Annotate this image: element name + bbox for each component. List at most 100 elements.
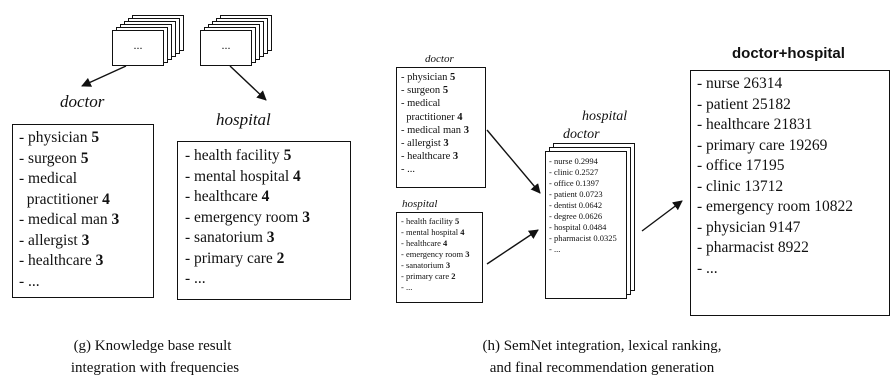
term-text: - healthcare [401,238,443,248]
frequency-value: 3 [302,208,310,226]
frequency-value: 5 [283,147,292,164]
hospital-frequency-list: - health facility 5- mental hospital 4- … [185,146,350,290]
list-item: - surgeon 5 [19,149,153,170]
frequency-value: 3 [81,231,90,249]
term-text: practitioner [401,111,458,123]
term-text: - medical man [19,211,112,228]
list-item: - degree 0.0626 [549,211,603,221]
term-text: - mental hospital [185,167,294,185]
h-hospital-box: - health facility 5- mental hospital 4- … [396,212,483,303]
list-item: - hospital 0.0484 [549,222,607,232]
arrow-to-hospital-list [229,65,267,101]
list-item: - healthcare 21831 [697,116,813,133]
list-item: - ... [697,259,718,277]
term-text: - primary care [401,271,452,281]
caption-g-line1: (g) Knowledge base result [73,338,232,354]
list-item: - patient 0.0723 [549,189,603,199]
list-item: - health facility 5 [185,146,350,167]
frequency-value: 3 [95,252,104,269]
frequency-value: 3 [452,151,459,163]
frequency-value: 4 [102,190,110,208]
list-item: - primary care 19269 [697,136,828,154]
caption-g-line2: integration with frequencies [70,360,240,376]
term-text: - physician [19,129,92,146]
list-item: - ... [549,244,561,254]
frequency-value: 5 [450,72,456,83]
list-item: - primary care 2 [185,249,350,270]
list-item: - primary care 2 [401,271,482,282]
frequency-value: 5 [442,85,449,97]
frequency-value: 3 [266,229,275,246]
list-item: - office 17195 [697,157,785,174]
list-item: - ... [401,282,482,293]
semnet-ranking-list: - nurse 0.2994- clinic 0.2527- office 0.… [549,156,626,255]
term-text: - physician [401,72,450,83]
frequency-value: 4 [460,227,465,237]
term-text: - sanatorium [185,229,267,246]
list-item: - ... [185,269,350,290]
list-item: - ... [401,163,485,176]
list-item: - ... [19,272,153,293]
term-text: - ... [19,272,40,290]
list-item: - health facility 5 [401,216,482,227]
list-item: practitioner 4 [19,190,153,211]
term-text: - allergist [19,231,82,249]
list-item: - sanatorium 3 [401,260,482,271]
semnet-ranking-card: - nurse 0.2994- clinic 0.2527- office 0.… [545,151,627,299]
frequency-value: 5 [80,149,89,167]
doctor-frequency-box: - physician 5- surgeon 5- medical practi… [12,124,154,298]
arrow-doctor-to-semnet [486,129,541,194]
term-text: - health facility [185,147,284,164]
list-item: - pharmacist 0.0325 [549,233,617,243]
list-item: - emergency room 10822 [697,198,853,215]
term-text: - ... [401,164,415,176]
list-item: - nurse 0.2994 [549,156,598,166]
list-item: - sanatorium 3 [185,228,350,249]
term-text: - healthcare [19,252,96,269]
list-item: - healthcare 3 [19,251,153,272]
term-text: - health facility [401,216,456,226]
list-item: - pharmacist 8922 [697,239,809,256]
term-text: - mental hospital [401,227,461,237]
semnet-doctor-label: doctor [563,127,600,142]
final-recommendation-list: - nurse 26314- patient 25182- healthcare… [697,74,889,279]
term-text: - surgeon [19,149,81,167]
list-item: - surgeon 5 [401,84,485,97]
list-item: - medical [19,169,153,190]
doctor-frequency-list: - physician 5- surgeon 5- medical practi… [19,128,153,292]
arrow-hospital-to-semnet [486,229,539,265]
list-item: - healthcare 3 [401,150,485,163]
list-item: - healthcare 4 [401,238,482,249]
list-item: - mental hospital 4 [185,167,350,188]
list-item: - office 0.1397 [549,178,600,188]
frequency-value: 4 [293,167,301,185]
caption-h-line1: (h) SemNet integration, lexical ranking, [482,338,722,354]
term-text: - medical man [401,124,464,136]
hospital-frequency-box: - health facility 5- mental hospital 4- … [177,141,351,300]
frequency-value: 4 [457,111,463,123]
arrow-semnet-to-final [641,200,683,232]
term-text: - surgeon [401,85,443,97]
list-item: - healthcare 4 [185,187,350,208]
list-item: - emergency room 3 [401,249,482,260]
h-hospital-label: hospital [402,198,438,210]
list-item: - allergist 3 [19,231,153,252]
h-doctor-box: - physician 5- surgeon 5- medical practi… [396,67,486,188]
list-item: - physician 9147 [697,218,801,236]
frequency-value: 5 [455,216,460,226]
arrow-to-doctor-list [81,65,127,87]
frequency-value: 3 [443,138,449,150]
term-text: - sanatorium [401,260,446,270]
frequency-value: 3 [463,124,469,136]
term-text: - ... [401,282,413,292]
list-item: - medical [401,97,485,110]
list-item: - physician 5 [19,128,153,149]
semnet-hospital-label: hospital [582,109,628,124]
frequency-value: 4 [261,188,270,205]
doctor-label: doctor [60,92,105,111]
term-text: - allergist [401,138,444,150]
term-text: - medical [401,98,441,110]
h-doctor-label: doctor [425,53,454,65]
list-item: practitioner 4 [401,111,485,124]
